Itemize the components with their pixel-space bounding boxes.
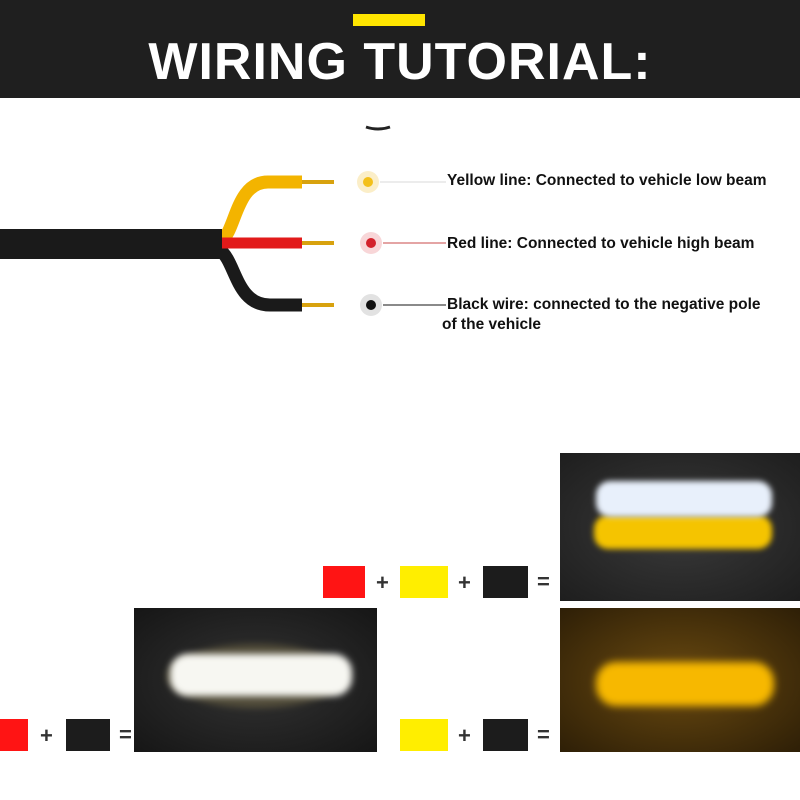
header-banner: WIRING TUTORIAL: xyxy=(0,0,800,98)
equals-sign: = xyxy=(537,722,550,747)
equals-sign: = xyxy=(537,569,550,594)
swatch-black xyxy=(483,566,528,598)
cable-arc-fragment xyxy=(365,125,391,131)
black-wire-label-line2: of the vehicle xyxy=(442,316,542,333)
wiring-diagram xyxy=(0,125,446,316)
page-title: WIRING TUTORIAL: xyxy=(148,33,652,91)
swatch-black xyxy=(66,719,110,751)
swatch-yellow xyxy=(400,566,448,598)
plus-sign: + xyxy=(458,570,471,595)
black-wire-label-line1: Black wire: connected to the negative po… xyxy=(447,296,761,313)
swatch-black xyxy=(483,719,528,751)
black-wire xyxy=(215,244,302,312)
equals-sign: = xyxy=(119,722,132,747)
plus-sign: + xyxy=(458,723,471,748)
main-cable xyxy=(0,229,222,259)
swatch-red xyxy=(323,566,365,598)
white-light-icon xyxy=(134,608,377,752)
red-indicator-dot xyxy=(366,238,376,248)
yellow-wire-label: Yellow line: Connected to vehicle low be… xyxy=(447,172,767,189)
plus-sign: + xyxy=(376,570,389,595)
yellow-indicator-dot xyxy=(363,177,373,187)
black-indicator-dot xyxy=(366,300,376,310)
white-over-amber-light-icon xyxy=(560,453,800,601)
header-accent-bar xyxy=(353,14,425,26)
yellow-wire xyxy=(217,175,302,246)
amber-light-icon xyxy=(560,608,800,752)
swatch-yellow xyxy=(400,719,448,751)
red-wire-label: Red line: Connected to vehicle high beam xyxy=(447,235,755,252)
swatch-red xyxy=(0,719,28,751)
plus-sign: + xyxy=(40,723,53,748)
